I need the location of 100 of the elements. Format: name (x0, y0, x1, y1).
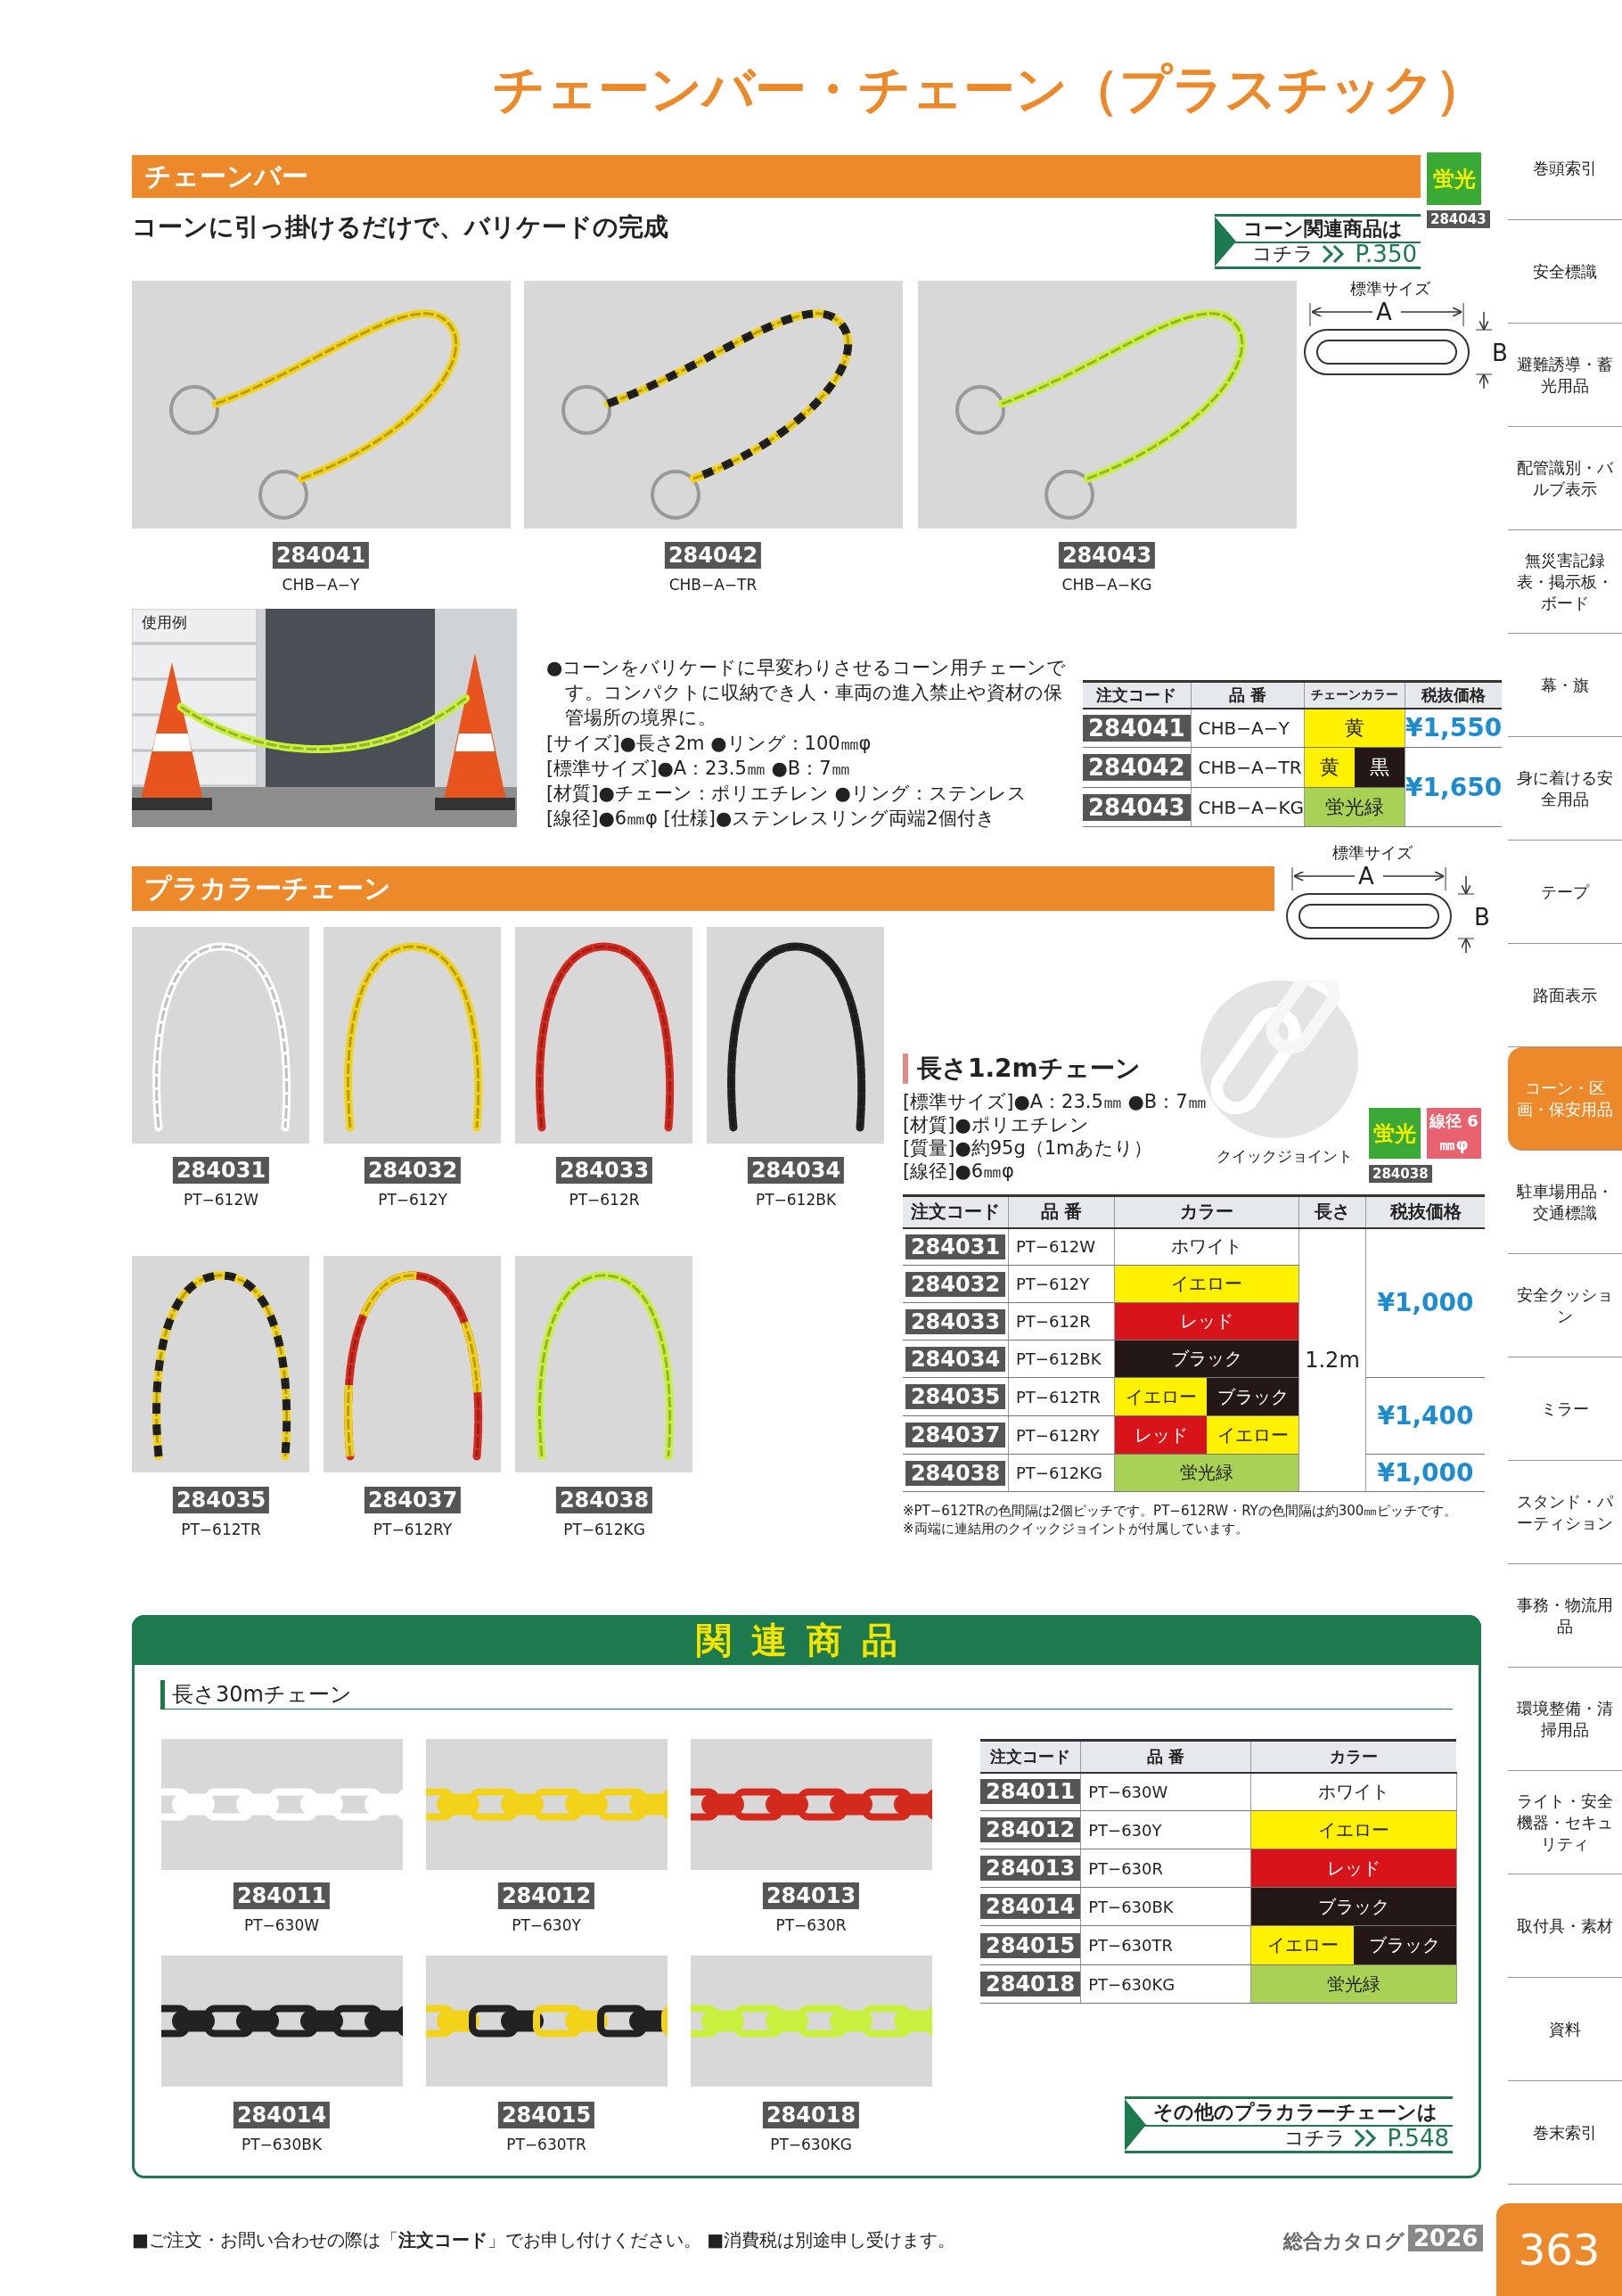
category-tab: 取付具・素材 (1508, 1874, 1622, 1978)
model-number: CHB−A−KG (1061, 576, 1153, 594)
color-cell-part: 黒 (1355, 748, 1405, 787)
page-reference: P.350 (1355, 241, 1417, 267)
model-number: PT−630KG (769, 2136, 853, 2153)
catalog-year-badge: 2026 (1408, 2225, 1484, 2251)
spec-text: [線径]●6㎜φ [仕様]●ステンレスリング両端2個付き (546, 807, 995, 831)
category-tab: 安全クッション (1508, 1254, 1622, 1357)
model-number: PT−630Y (511, 1916, 582, 1934)
header-cell: 長さ (1298, 1195, 1366, 1228)
order-code-badge: 284031 (172, 1157, 270, 1184)
model-number: PT−630W (242, 1916, 321, 1934)
color-cell: イエロー (1114, 1265, 1299, 1303)
header-cell: 注文コード (1083, 681, 1192, 709)
header-cell: カラー (1114, 1195, 1299, 1228)
category-tab: 幕・旗 (1508, 634, 1622, 737)
price-cell: ¥1,000 (1365, 1227, 1485, 1378)
model-number-cell: PT−612R (1008, 1302, 1115, 1341)
footer-note: ■ご注文・お問い合わせの際は「注文コード」でお申し付けください。 ■消費税は別途申し受けます。 (132, 2228, 956, 2252)
spec-text: [線径]●6㎜φ (903, 1160, 1014, 1184)
order-code-badge: 284014 (980, 1894, 1081, 1919)
order-code-badge: 284035 (172, 1487, 270, 1513)
subsection-heading: 長さ1.2mチェーン (903, 1054, 1141, 1084)
order-code-badge: 284033 (555, 1157, 653, 1184)
order-code-badge: 284013 (762, 1882, 860, 1909)
page-title: チェーンバー・チェーン（プラスチック） (492, 58, 1487, 121)
model-number: PT−612Y (377, 1191, 448, 1209)
model-number-cell: PT−612BK (1008, 1340, 1115, 1378)
category-tab: 身に着ける安全用品 (1508, 737, 1622, 840)
category-tab: 巻頭索引 (1508, 117, 1622, 220)
order-code-badge: 284032 (364, 1157, 462, 1184)
color-cell: ブラック (1250, 1887, 1457, 1926)
spec-text: [標準サイズ]●A：23.5㎜ ●B：7㎜ (903, 1090, 1207, 1114)
dimension-label: A (1376, 299, 1392, 324)
header-cell: 税抜価格 (1365, 1195, 1485, 1228)
order-code-badge: 284043 (1083, 793, 1191, 821)
model-number-cell: CHB−A−TR (1191, 747, 1305, 788)
header-cell: チェーンカラー (1304, 681, 1405, 709)
color-cell: 黄 (1304, 708, 1405, 748)
table-note: ※PT−612TRの色間隔は2個ピッチです。PT−612RW・RYの色間隔は約300㎜ピッチです。 (903, 1503, 1458, 1520)
color-cell-part: レッド (1115, 1416, 1207, 1454)
link-text: コチラ (1284, 2125, 1347, 2151)
order-code-badge: 284034 (747, 1157, 845, 1184)
model-number-cell: PT−612RY (1008, 1415, 1115, 1455)
page-number-tab: 363 (1496, 2203, 1622, 2296)
header-cell: 注文コード (980, 1740, 1081, 1773)
category-tab: テープ (1508, 840, 1622, 944)
model-number: PT−630TR (505, 2136, 587, 2153)
dimension-label: B (1474, 905, 1490, 930)
model-number-cell: PT−630BK (1080, 1887, 1251, 1926)
header-cell: 注文コード (903, 1195, 1009, 1228)
header-cell: 品 番 (1008, 1195, 1115, 1228)
dimension-label: A (1358, 864, 1374, 889)
section-header: 関連商品 (132, 1615, 1481, 1665)
color-cell-part: ブラック (1207, 1378, 1298, 1415)
order-code-badge: 284042 (664, 542, 762, 569)
catalog-name: 総合カタログ (1283, 2229, 1405, 2254)
header-cell: 品 番 (1191, 681, 1305, 709)
header-cell: カラー (1250, 1740, 1457, 1773)
color-cell-part: イエロー (1115, 1378, 1207, 1415)
order-code-badge: 284018 (762, 2102, 860, 2128)
spec-text: [質量]●約95g（1mあたり） (903, 1136, 1152, 1160)
category-tab: ミラー (1508, 1357, 1622, 1461)
model-number-cell: PT−612Y (1008, 1265, 1115, 1303)
fluorescent-badge: 蛍光 (1369, 1108, 1421, 1159)
dimension-label: 標準サイズ (1331, 842, 1413, 864)
spec-text: [材質]●チェーン：ポリエチレン ●リング：ステンレス (546, 782, 1027, 806)
table-note: ※両端に連結用のクイックジョイントが付属しています。 (903, 1521, 1249, 1538)
model-number-cell: PT−612TR (1008, 1377, 1115, 1416)
order-code-badge: 284041 (272, 542, 370, 569)
order-code-badge: 284033 (905, 1308, 1006, 1334)
color-cell: ブラック (1114, 1340, 1299, 1378)
color-cell-part: 黄 (1305, 748, 1356, 787)
order-code-badge: 284041 (1083, 714, 1191, 742)
order-code-badge: 284037 (364, 1487, 462, 1513)
order-code-badge: 284013 (980, 1856, 1081, 1881)
order-code-badge: 284038 (905, 1460, 1006, 1486)
order-code-badge: 284012 (980, 1817, 1081, 1842)
color-cell: 蛍光緑 (1304, 787, 1405, 827)
color-cell-part: イエロー (1207, 1416, 1298, 1454)
category-tab: 安全標識 (1508, 220, 1622, 324)
banner-heading: コーン関連商品は (1243, 217, 1403, 242)
model-number: PT−612RY (372, 1521, 454, 1538)
color-cell: レッド (1250, 1849, 1457, 1888)
spec-text: [標準サイズ]●A：23.5㎜ ●B：7㎜ (546, 757, 850, 781)
dimension-label: 標準サイズ (1349, 278, 1431, 299)
model-number-cell: PT−630TR (1080, 1925, 1251, 1965)
order-code-badge: 284012 (497, 1882, 595, 1909)
model-number-cell: PT−630W (1080, 1772, 1251, 1811)
model-number: PT−630BK (240, 2136, 324, 2153)
header-cell: 品 番 (1080, 1740, 1251, 1773)
model-number-cell: PT−612W (1008, 1227, 1115, 1266)
order-code-badge: 284032 (905, 1271, 1006, 1297)
order-code-badge: 284037 (905, 1423, 1006, 1447)
model-number: PT−612R (568, 1191, 641, 1209)
color-cell: レッド (1114, 1302, 1299, 1341)
subtitle: コーンに引っ掛けるだけで、バリケードの完成 (132, 211, 668, 243)
category-tab: ライト・安全機器・セキュリティ (1508, 1771, 1622, 1874)
category-tab: 配管識別・バルブ表示 (1508, 427, 1622, 530)
header-cell: 税抜価格 (1405, 681, 1503, 709)
